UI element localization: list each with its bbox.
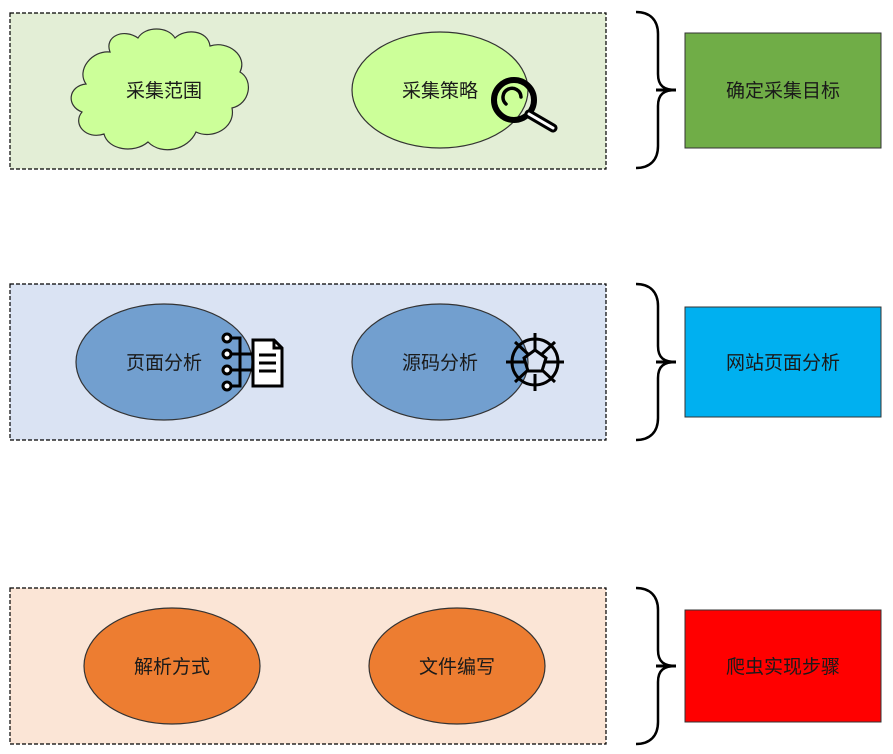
summary-box-analysis: 网站页面分析: [684, 306, 882, 418]
summary-box-implementation-label: 爬虫实现步骤: [726, 656, 840, 678]
scope-cloud-label: 采集范围: [126, 80, 202, 102]
summary-box-implementation: 爬虫实现步骤: [684, 609, 882, 723]
section-target: 采集范围 采集策略 确定采集目标: [9, 10, 882, 170]
strategy-ellipse: 采集策略: [351, 31, 529, 149]
source-analysis-label: 源码分析: [402, 352, 478, 374]
file-writing-label: 文件编写: [419, 656, 495, 678]
parse-method-ellipse: 解析方式: [83, 607, 261, 725]
source-analysis-ellipse: 源码分析: [351, 303, 529, 421]
scope-cloud: 采集范围: [70, 28, 249, 151]
summary-box-target-label: 确定采集目标: [726, 80, 840, 102]
summary-box-target: 确定采集目标: [684, 32, 882, 149]
page-analysis-ellipse: 页面分析: [75, 303, 253, 421]
section-implementation: 解析方式 文件编写 爬虫实现步骤: [9, 586, 882, 746]
strategy-ellipse-label: 采集策略: [402, 80, 478, 102]
helm-gear-icon: [506, 333, 564, 391]
section-analysis: 页面分析 源码分析: [9, 282, 882, 442]
page-analysis-label: 页面分析: [126, 352, 202, 374]
summary-box-analysis-label: 网站页面分析: [726, 352, 840, 374]
parse-method-label: 解析方式: [134, 656, 210, 678]
file-writing-ellipse: 文件编写: [368, 607, 546, 725]
magnifier-icon: [491, 77, 558, 133]
document-network-icon: [221, 332, 284, 392]
